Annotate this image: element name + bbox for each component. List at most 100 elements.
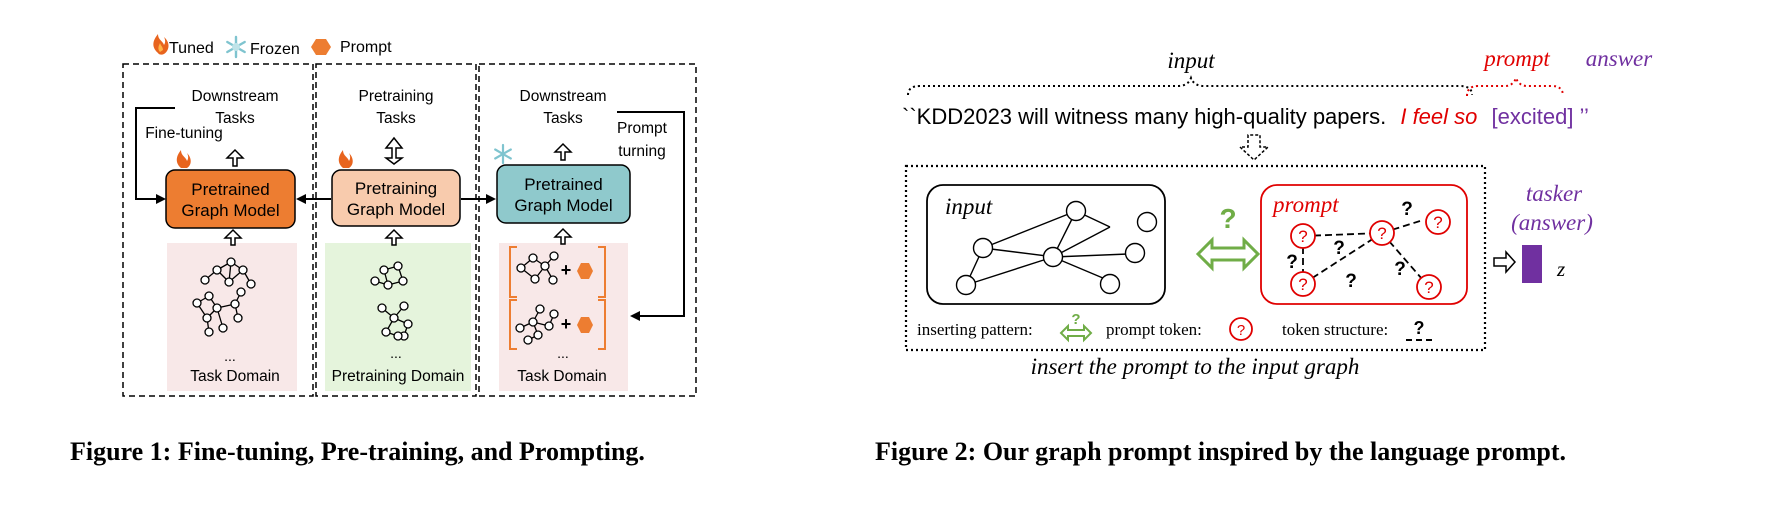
panel1-domain-label: Task Domain: [190, 368, 280, 385]
model1-label-1: Pretrained: [191, 180, 269, 199]
panel3-top-label: Downstream: [520, 88, 607, 105]
panel3-domain-label: Task Domain: [517, 368, 607, 385]
structure-q1: ?: [1333, 238, 1345, 259]
tasker-answer-label: (answer): [1511, 210, 1593, 235]
prompt-token-q3: ?: [1433, 213, 1442, 232]
up-arrow-3a: [553, 142, 573, 161]
language-prompt-label: prompt: [1482, 46, 1550, 71]
frozen-snowflake-icon: [494, 143, 512, 165]
sentence-answer: [excited] ’’: [1492, 104, 1589, 129]
insert-prompt-label: insert the prompt to the input graph: [1031, 354, 1360, 379]
panel2-top-label: Pretraining: [359, 88, 434, 105]
figure-2: input prompt answer ``KDD2023 will witne…: [902, 46, 1653, 379]
svg-text:+: +: [561, 260, 572, 280]
token-structure-legend-label: token structure:: [1282, 320, 1388, 339]
figure1-legend: Tuned Frozen Prompt: [153, 34, 392, 59]
task-graph-1: [200, 257, 256, 289]
up-arrow-2b: [384, 228, 404, 246]
tuned-flame-icon: [176, 150, 191, 168]
panel2-top-label-2: Tasks: [376, 110, 416, 127]
graph-prompt-label: prompt: [1271, 192, 1339, 217]
panel-pretraining: [315, 63, 477, 397]
prompt-token-q1: ?: [1298, 227, 1307, 246]
prompt-token-legend-icon: ?: [1229, 317, 1253, 341]
z-label: z: [1556, 257, 1565, 281]
graph-prompt-frame: [904, 164, 1487, 352]
tasker-arrow: [1493, 250, 1517, 274]
prompt-graph: ? ? ? ? ? ? ? ? ? ?: [1286, 199, 1451, 300]
panel1-ellipsis: ...: [224, 348, 236, 364]
pretrained-graph-model-frozen: [496, 164, 631, 224]
figure2-caption: Figure 2: Our graph prompt inspired by t…: [875, 437, 1567, 466]
legend-frozen-label: Frozen: [250, 41, 300, 58]
tasker-label: tasker: [1526, 181, 1583, 206]
prompt-token-legend-label: prompt token:: [1106, 320, 1202, 339]
pretrain-graph-2: [377, 301, 413, 341]
graph-input-label: input: [945, 194, 993, 219]
panel1-top-label: Downstream: [192, 88, 279, 105]
structure-q3: ?: [1286, 252, 1298, 273]
model1-label-2: Graph Model: [181, 201, 279, 220]
prompt-hexagon-icon: [311, 39, 331, 55]
figure-1: Tuned Frozen Prompt Downstream Tasks Fin…: [122, 34, 697, 397]
language-sentence: ``KDD2023 will witness many high-quality…: [902, 104, 1589, 129]
tasker-output-bar: [1522, 245, 1542, 283]
svg-text:?: ?: [1071, 311, 1080, 328]
panel1-side-label: Fine-tuning: [145, 125, 223, 142]
panel-fine-tuning: [122, 63, 314, 397]
model2-label-1: Pretraining: [355, 179, 437, 198]
svg-text:?: ?: [1414, 318, 1425, 338]
panel3-ellipsis: ...: [557, 345, 569, 361]
svg-text:?: ?: [1237, 322, 1245, 339]
token-structure-legend-icon: ?: [1406, 318, 1432, 341]
task-graph-2: [192, 287, 246, 337]
up-arrow-1b: [223, 228, 243, 246]
legend-prompt-label: Prompt: [340, 39, 392, 56]
language-answer-label: answer: [1586, 46, 1654, 71]
prompted-graph-2: +: [509, 299, 606, 350]
prompt-token-q2: ?: [1377, 224, 1386, 243]
prompt-token-q4: ?: [1298, 275, 1307, 294]
inserting-pattern-icon: ?: [1059, 311, 1093, 343]
pretrain-graph-1: [370, 261, 408, 290]
panel3-top-label-2: Tasks: [543, 110, 583, 127]
input-graph: [955, 200, 1158, 296]
up-arrow-1a: [225, 148, 245, 167]
task-domain-bg-1: [167, 243, 297, 391]
input-brace: [907, 75, 1473, 96]
panel2-ellipsis: ...: [390, 345, 402, 361]
sentence-prompt: I feel so: [1400, 104, 1477, 129]
structure-q4: ?: [1345, 271, 1357, 292]
pretrained-graph-model-tuned: [165, 169, 296, 229]
green-double-arrow: [1195, 236, 1261, 272]
down-arrow-dashed: [1238, 134, 1270, 162]
sentence-input: ``KDD2023 will witness many high-quality…: [902, 104, 1386, 129]
input-graph-box: [926, 184, 1166, 305]
model3-label-1: Pretrained: [524, 175, 602, 194]
pretraining-graph-model: [331, 169, 461, 227]
panel1-top-label-2: Tasks: [215, 110, 255, 127]
green-question-mark: ?: [1219, 203, 1236, 234]
model2-label-2: Graph Model: [347, 200, 445, 219]
prompted-graph-1: +: [509, 246, 606, 298]
panel3-side-label-2: turning: [618, 143, 665, 160]
prompt-token-q5: ?: [1424, 278, 1433, 297]
structure-q2: ?: [1401, 199, 1413, 220]
snowflake-icon: [226, 35, 246, 59]
model3-label-2: Graph Model: [514, 196, 612, 215]
svg-text:+: +: [561, 314, 572, 334]
language-input-label: input: [1167, 48, 1215, 73]
prompt-brace: [1466, 75, 1564, 97]
legend-tuned-label: Tuned: [169, 40, 214, 57]
panel3-side-label: Prompt: [617, 120, 668, 137]
panel2-domain-label: Pretraining Domain: [332, 368, 465, 385]
fine-tuning-feedback-arrow: [135, 107, 175, 204]
figure1-caption: Figure 1: Fine-tuning, Pre-training, and…: [70, 437, 645, 466]
inserting-pattern-label: inserting pattern:: [917, 320, 1033, 339]
prompt-tuning-feedback-arrow: [617, 111, 685, 321]
structure-q5: ?: [1394, 259, 1406, 280]
tuned-flame-icon-2: [338, 150, 353, 168]
up-arrow-3b: [553, 227, 573, 245]
double-arrow-pretrain: [383, 136, 405, 165]
